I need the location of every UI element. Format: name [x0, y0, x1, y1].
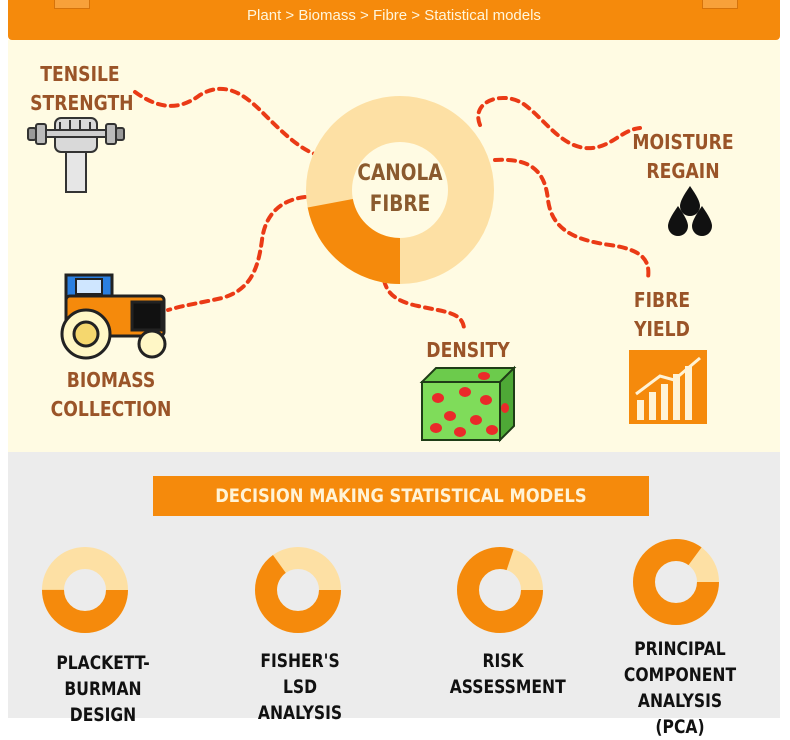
model-label-fisher-lsd: FISHER'S LSD ANALYSIS — [257, 650, 343, 724]
breadcrumb-bar: Plant > Biomass > Fibre > Statistical mo… — [8, 0, 780, 40]
canola-fibre-donut — [306, 96, 494, 284]
model-label-plackett-burman: PLACKETT- BURMAN DESIGN — [56, 652, 150, 726]
model-donut-pca — [633, 539, 719, 625]
connector-lines — [133, 86, 651, 330]
bar-tab-left — [54, 0, 90, 9]
model-donut-fisher-lsd — [255, 547, 341, 633]
tractor-icon — [60, 273, 167, 360]
connector-tensile — [133, 86, 320, 157]
center-highlight-arc — [306, 96, 494, 284]
label-moisture-regain: MOISTURE REGAIN — [632, 130, 734, 183]
label-tensile-strength: TENSILE STRENGTH — [30, 62, 134, 115]
dumbbell-fist-icon — [27, 117, 125, 193]
model-label-risk-assessment: RISK ASSESSMENT — [449, 650, 566, 698]
rising-bar-chart-icon — [629, 350, 707, 424]
label-biomass-collection: BIOMASS COLLECTION — [50, 368, 172, 421]
connector-density — [380, 266, 466, 330]
model-donut-risk-assessment — [457, 547, 543, 633]
connector-yield — [493, 157, 651, 280]
models-banner: DECISION MAKING STATISTICAL MODELS — [153, 476, 649, 516]
model-label-pca: PRINCIPAL COMPONENT ANALYSIS (PCA) — [623, 638, 737, 738]
label-density: DENSITY — [426, 338, 510, 362]
bar-tab-right — [702, 0, 738, 9]
water-drops-icon — [668, 186, 712, 236]
fibre-diagram — [27, 86, 719, 633]
particle-cube-icon — [419, 365, 517, 443]
connector-moisture — [476, 95, 642, 151]
center-label: CANOLA FIBRE — [357, 161, 443, 217]
model-donut-plackett-burman — [42, 547, 128, 633]
label-fibre-yield: FIBRE YIELD — [633, 288, 691, 341]
banner-text: DECISION MAKING STATISTICAL MODELS — [215, 485, 587, 507]
breadcrumb: Plant > Biomass > Fibre > Statistical mo… — [247, 7, 541, 24]
model-donuts — [42, 539, 719, 633]
connector-biomass — [166, 195, 307, 312]
